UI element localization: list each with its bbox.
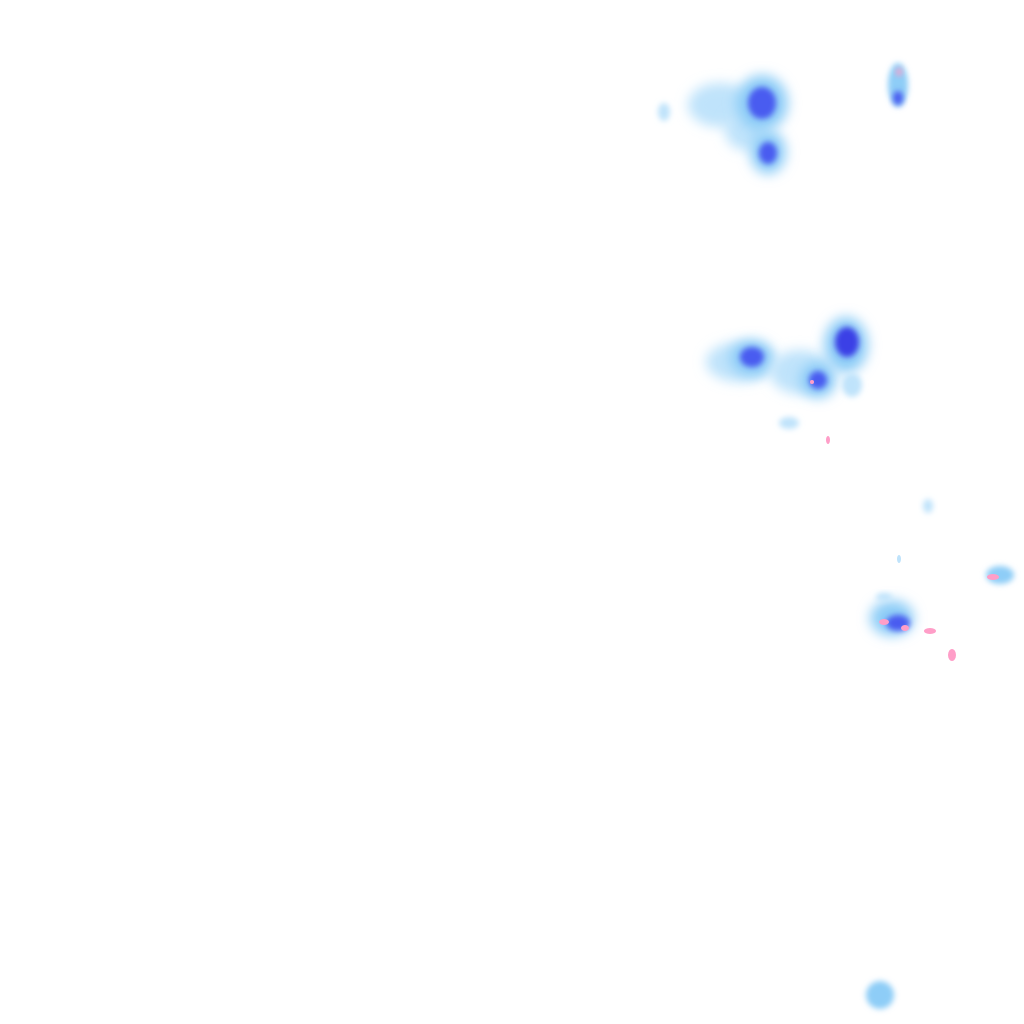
radar-echo-light — [897, 555, 901, 563]
radar-echo-heavy — [740, 347, 764, 367]
radar-echo-moderate — [866, 981, 894, 1009]
radar-echo-cluster-north — [658, 75, 788, 174]
radar-echo-light — [923, 499, 933, 513]
radar-echo-hail — [987, 574, 999, 580]
radar-echo-hail — [879, 619, 889, 625]
radar-echo-cluster-central — [706, 317, 868, 444]
radar-echo-cluster-northeast — [888, 63, 908, 107]
radar-echo-light — [658, 103, 670, 121]
radar-echo-hail — [924, 628, 936, 634]
radar-echo-light — [876, 593, 892, 601]
radar-echo-heavy — [748, 87, 776, 119]
radar-echo-cluster-southeast — [870, 593, 956, 661]
radar-echo-hail — [826, 436, 830, 444]
radar-echo-cluster-east — [897, 499, 1014, 584]
radar-echo-light — [842, 373, 862, 397]
radar-echo-hail — [901, 625, 909, 631]
radar-echo-light — [779, 417, 799, 429]
radar-echo-hail — [948, 649, 956, 661]
radar-echo-heavy — [759, 142, 777, 164]
radar-echo-hail — [810, 380, 814, 384]
radar-echo-heavy — [835, 327, 859, 357]
radar-echo-moderate — [888, 63, 908, 107]
radar-echo-heavy — [809, 371, 827, 389]
radar-echo-cluster-south — [866, 981, 894, 1009]
radar-echo-hail — [896, 68, 902, 76]
radar-echo-heavy — [893, 91, 903, 105]
